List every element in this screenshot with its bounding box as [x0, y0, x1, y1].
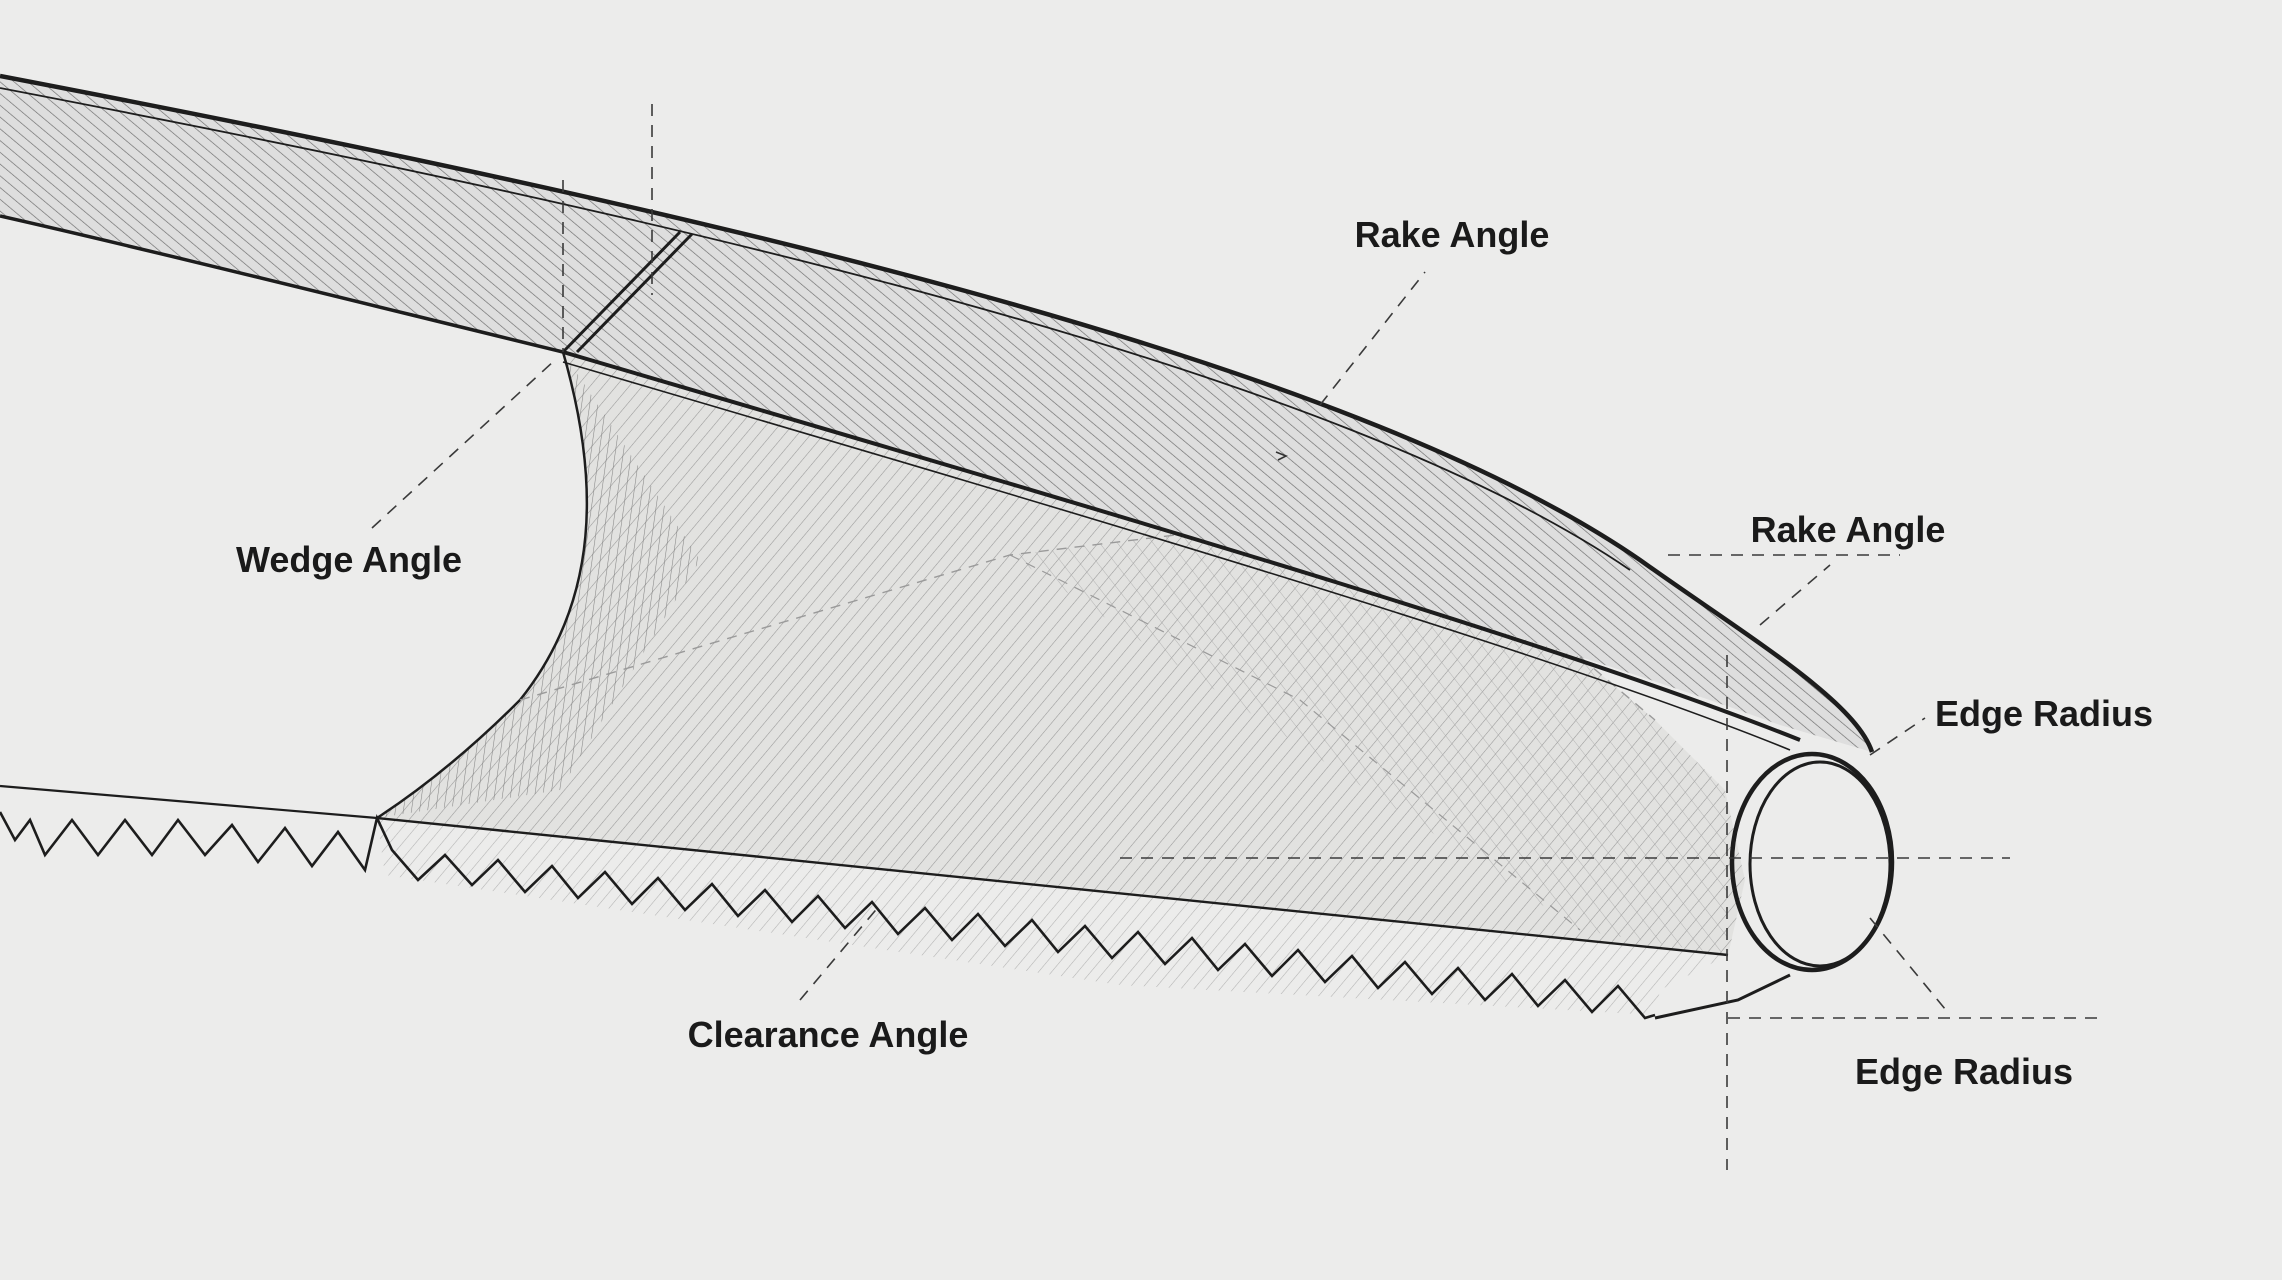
rake-angle-label-top: Rake Angle	[1355, 214, 1550, 255]
serrated-edge	[0, 784, 1791, 1020]
edge-radius-label-top: Edge Radius	[1935, 693, 2153, 734]
wedge-angle-label: Wedge Angle	[236, 539, 462, 580]
rake-face	[0, 73, 1875, 753]
clearance-angle-label: Clearance Angle	[688, 1014, 969, 1055]
construction-lines	[371, 104, 2100, 1170]
flank-face	[376, 351, 1745, 955]
edge-radius-tip	[1729, 751, 1895, 973]
edge-radius-label-bottom: Edge Radius	[1855, 1051, 2073, 1092]
rake-angle-label-right: Rake Angle	[1751, 509, 1946, 550]
